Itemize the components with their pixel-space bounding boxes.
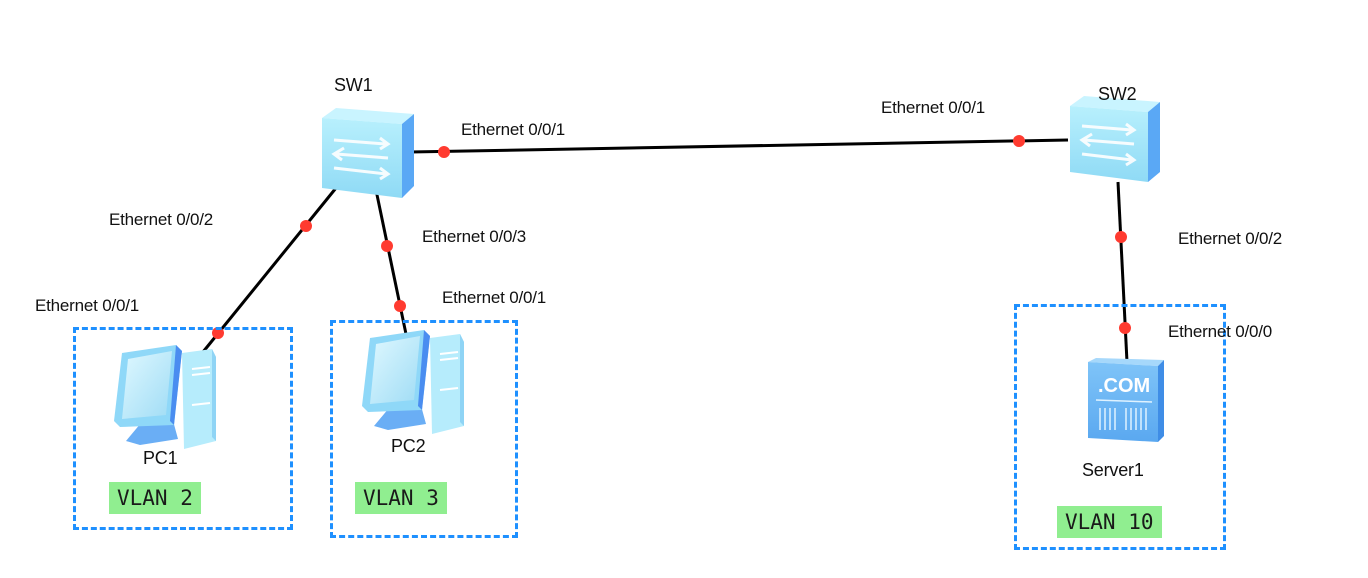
port-dot-pc1-e001[interactable] xyxy=(212,327,224,339)
server-badge: .COM xyxy=(1098,375,1150,397)
switch-icon[interactable] xyxy=(1070,96,1160,182)
link-sw1-sw2[interactable] xyxy=(409,138,1069,154)
port-dot-sw2-e002[interactable] xyxy=(1115,231,1127,243)
port-dot-sw1-e003[interactable] xyxy=(381,240,393,252)
port-label-sw1-e002: Ethernet 0/0/2 xyxy=(109,210,213,229)
port-dot-sw1-e001[interactable] xyxy=(438,146,450,158)
vlan-box-server1 xyxy=(1014,304,1226,550)
pc-icon[interactable] xyxy=(114,345,216,449)
vlan-tag-2: VLAN 2 xyxy=(109,482,201,514)
port-dot-server1-e000[interactable] xyxy=(1119,322,1131,334)
vlan-box-pc2 xyxy=(330,320,518,538)
device-label-pc2: PC2 xyxy=(391,436,426,456)
port-label-server1-e000: Ethernet 0/0/0 xyxy=(1168,322,1272,341)
switch-icon[interactable] xyxy=(322,108,414,198)
port-label-sw1-e001: Ethernet 0/0/1 xyxy=(461,120,565,139)
port-label-sw1-e003: Ethernet 0/0/3 xyxy=(422,227,526,246)
vlan-box-pc1 xyxy=(73,327,293,530)
port-dot-sw1-e002[interactable] xyxy=(300,220,312,232)
device-label-pc1: PC1 xyxy=(143,448,178,468)
port-label-pc1-e001: Ethernet 0/0/1 xyxy=(35,296,139,315)
port-dots xyxy=(212,135,1131,339)
vlan-tag-10: VLAN 10 xyxy=(1057,506,1162,538)
port-label-sw2-e001: Ethernet 0/0/1 xyxy=(881,98,985,117)
pc-icon[interactable] xyxy=(362,330,464,434)
port-label-sw2-e002: Ethernet 0/0/2 xyxy=(1178,229,1282,248)
vlan-tag-3: VLAN 3 xyxy=(355,482,447,514)
device-label-sw2: SW2 xyxy=(1098,84,1137,104)
port-label-pc2-e001: Ethernet 0/0/1 xyxy=(442,288,546,307)
port-dot-sw2-e001[interactable] xyxy=(1013,135,1025,147)
server-icon[interactable]: .COM xyxy=(1088,358,1164,442)
link-sw1-pc1[interactable] xyxy=(201,187,338,353)
port-dot-pc2-e001[interactable] xyxy=(394,300,406,312)
device-label-server1: Server1 xyxy=(1082,460,1144,480)
device-label-sw1: SW1 xyxy=(334,75,373,95)
link-sw1-pc2[interactable] xyxy=(374,189,408,335)
